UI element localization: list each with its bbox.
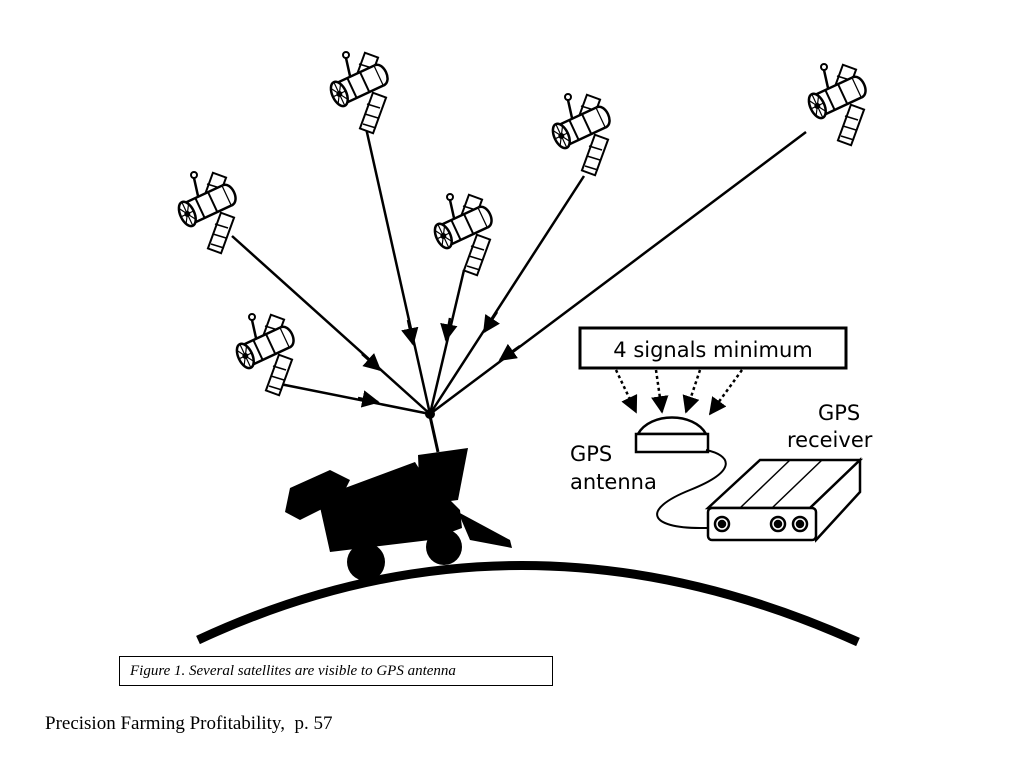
satellite-icon [548,92,615,177]
gps-receiver-label-line1: GPS [818,401,860,425]
signals-box-label: 4 signals minimum [613,338,812,362]
page-footer: Precision Farming Profitability, p. 57 [45,713,333,734]
gps-antenna-label-line1: GPS [570,442,612,466]
gps-antenna-label-line2: antenna [570,470,657,494]
gps-receiver-icon [704,457,864,543]
signal-lines [231,127,807,416]
satellite-icon [804,62,871,147]
satellite-icon [232,312,299,397]
combine-harvester-icon [285,448,512,581]
antenna-cable [656,449,727,529]
ground-horizon [196,561,860,647]
signals-box [578,326,848,370]
dotted-signal-arrows [614,369,744,416]
satellite-icon [326,50,393,135]
satellite-icon [174,170,241,255]
figure-caption: Figure 1. Several satellites are visible… [119,656,553,686]
gps-antenna-icon [634,416,710,454]
satellite-icon [430,192,497,277]
gps-receiver-label-line2: receiver [787,428,873,452]
antenna-mast [428,415,440,453]
